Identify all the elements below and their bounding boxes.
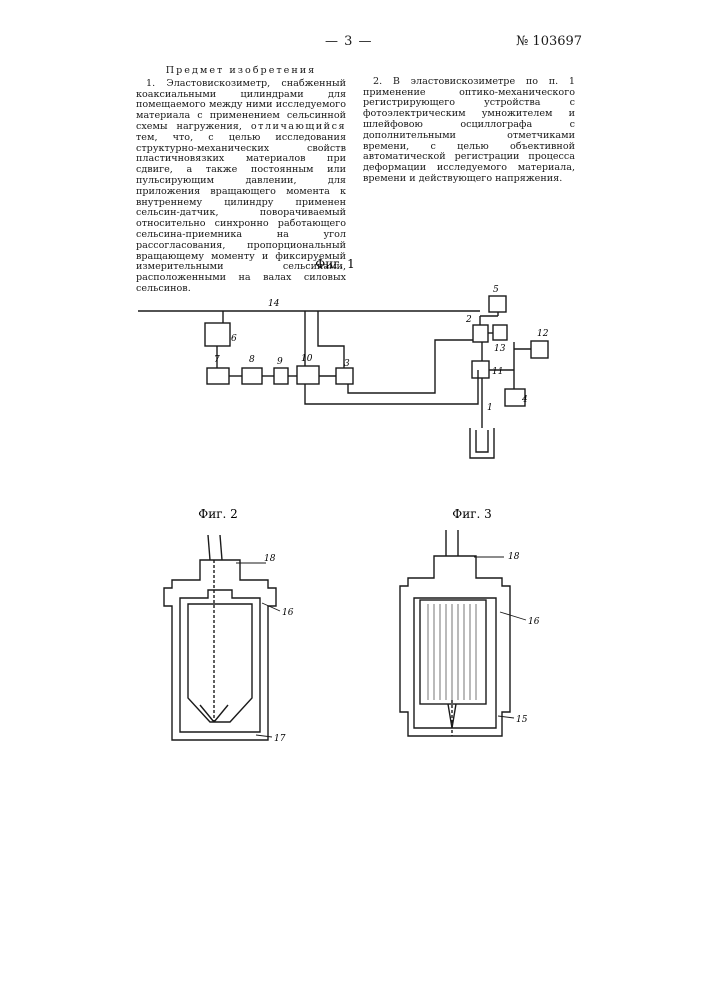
fig1-label-5: 5 [493,285,499,295]
fig1-block-2 [473,325,488,342]
fig3-caption: Фиг. 3 [452,507,492,521]
fig1-block-7 [207,368,229,384]
fig3-label-15: 15 [516,715,528,725]
fig3-label-16: 16 [528,617,540,627]
fig1-label-11: 11 [492,367,503,377]
fig2-drawing [164,535,276,740]
fig1-label-3: 3 [344,359,350,369]
fig1-caption: Фиг. 1 [315,257,355,271]
fig1-label-8: 8 [249,355,255,365]
fig1-vessel [470,428,494,458]
fig2-label-16: 16 [282,608,294,618]
fig1-label-4: 4 [521,395,528,405]
fig2-label-17: 17 [274,734,286,744]
fig2-caption: Фиг. 2 [198,507,238,521]
fig1-block-9 [274,368,288,384]
fig1-block-10 [297,366,319,384]
fig1-block-8 [242,368,262,384]
fig1-block-13 [493,325,507,340]
fig1-label-14: 14 [268,299,280,309]
fig1-block-6 [205,323,230,346]
fig1-block-3 [336,368,353,384]
fig1-block-12 [531,341,548,358]
fig1-label-7: 7 [214,355,220,365]
fig1-label-12: 12 [537,329,549,339]
fig3-label-18: 18 [508,552,520,562]
fig1-label-6: 6 [231,334,237,344]
fig2-label-18: 18 [264,554,276,564]
fig1-label-9: 9 [277,357,283,367]
fig1-label-1: 1 [487,403,493,413]
fig1-label-10: 10 [301,354,313,364]
fig1-block-5 [489,296,506,312]
fig1-label-13: 13 [494,344,506,354]
fig1-block-11 [472,361,489,378]
fig1-label-2: 2 [465,315,472,325]
fig1-block-diagram [138,296,548,458]
fig3-drawing [400,530,510,736]
